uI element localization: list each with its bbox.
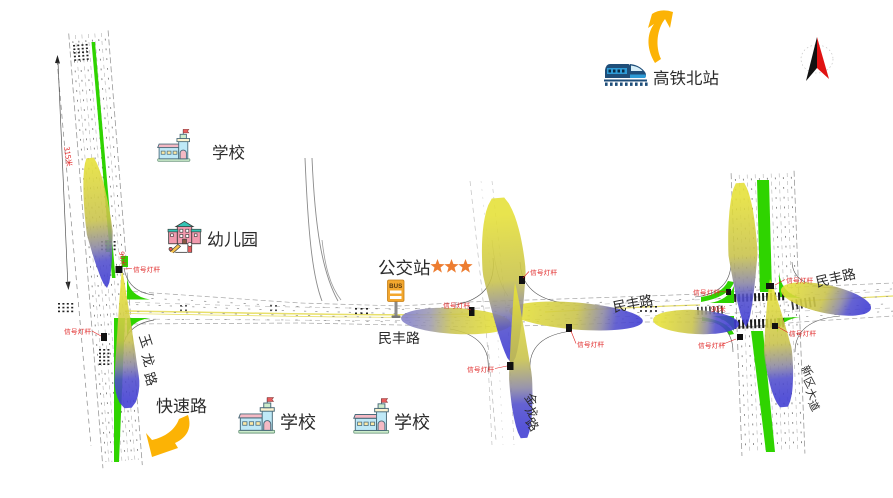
svg-text:BUS: BUS	[389, 283, 402, 290]
